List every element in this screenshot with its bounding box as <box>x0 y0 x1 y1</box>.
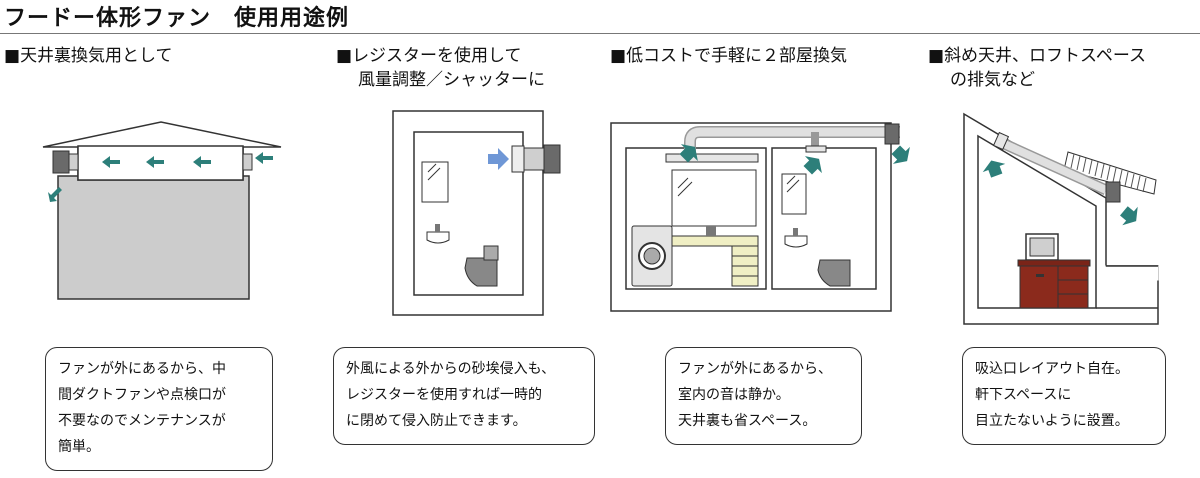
roof-eave <box>1063 151 1157 195</box>
section-4-heading-line-2: の排気など <box>950 70 1035 90</box>
cabinet <box>1019 265 1059 309</box>
caption-line: 外風による外からの砂埃侵入も、 <box>346 361 556 377</box>
page-title: フードー体形ファン 使用用途例 <box>4 6 350 31</box>
section-3-heading: ■低コストで手軽に２部屋換気 <box>610 44 847 68</box>
caption-line: に閉めて侵入防止できます。 <box>346 413 527 429</box>
section-2-heading-line-2: 風量調整／シャッターに <box>358 70 545 90</box>
hood-fan <box>543 144 561 174</box>
mirror-left <box>671 169 757 227</box>
exhaust-arrow-icon <box>891 145 910 164</box>
bullet-square-icon: ■ <box>336 46 353 66</box>
fan-flange <box>68 153 79 171</box>
title-divider <box>0 33 1200 34</box>
bullet-square-icon: ■ <box>4 46 21 66</box>
section-4-heading-line-1: 斜め天井、ロフトスペース <box>944 46 1147 66</box>
register <box>511 145 525 173</box>
exhaust-arrow-icon <box>1120 206 1138 226</box>
section-1-heading: ■天井裏換気用として <box>4 44 173 68</box>
airflow-arrow-icon <box>803 156 822 175</box>
toilet <box>817 259 851 287</box>
section-3-heading-line-1: 低コストで手軽に２部屋換気 <box>626 46 848 66</box>
caption-line: 天井裏も省スペース。 <box>678 413 817 429</box>
caption-line: ファンが外にあるから、中 <box>58 361 226 377</box>
vent-flange <box>242 153 253 171</box>
caption-line: 間ダクトファンや点検口が <box>58 387 226 403</box>
bullet-square-icon: ■ <box>610 46 627 66</box>
section-1-caption: ファンが外にあるから、中 間ダクトファンや点検口が 不要なのでメンテナンスが 簡… <box>45 347 273 471</box>
hood-fan <box>884 123 900 145</box>
section-3-caption: ファンが外にあるから、 室内の音は静か。 天井裏も省スペース。 <box>665 347 862 445</box>
desk-top <box>1017 259 1091 267</box>
airflow-arrows <box>48 152 273 202</box>
caption-line: ファンが外にあるから、 <box>678 361 832 377</box>
caption-line: 不要なのでメンテナンスが <box>58 413 226 429</box>
section-4-caption: 吸込口レイアウト自在。 軒下スペースに 目立たないように設置。 <box>962 347 1166 445</box>
section-2-heading: ■レジスターを使用して 風量調整／シャッターに <box>336 44 545 92</box>
two-room-diagram <box>610 122 910 312</box>
drawers <box>1057 265 1089 309</box>
airflow-arrow-icon <box>146 156 164 168</box>
fan-flange <box>523 147 545 171</box>
exhaust-arrow-icon <box>48 187 62 202</box>
caption-line: レジスターを使用すれば一時的 <box>346 387 542 403</box>
vanity-counter <box>671 235 759 247</box>
mirror <box>421 161 449 203</box>
intake-register <box>992 131 1010 151</box>
sink <box>784 235 808 248</box>
airflow-arrow-icon <box>255 152 273 164</box>
caption-line: 簡単。 <box>58 439 100 455</box>
hood-fan <box>1105 181 1121 203</box>
register-diagram <box>392 110 561 316</box>
caption-line: 室内の音は静か。 <box>678 387 790 403</box>
hood-fan <box>52 150 70 174</box>
house-body <box>57 175 250 300</box>
attic-ventilation-diagram <box>42 121 282 300</box>
toilet <box>464 257 498 287</box>
section-1-heading-line-1: 天井裏換気用として <box>20 46 173 66</box>
mirror-right <box>781 173 807 215</box>
duct-register-left <box>665 153 759 163</box>
section-2-caption: 外風による外からの砂埃侵入も、 レジスターを使用すれば一時的 に閉めて侵入防止で… <box>333 347 595 445</box>
airflow-arrow-icon <box>488 148 509 170</box>
caption-line: 吸込口レイアウト自在。 <box>975 361 1129 377</box>
caption-line: 目立たないように設置。 <box>975 413 1129 429</box>
bullet-square-icon: ■ <box>928 46 945 66</box>
airflow-arrow-icon <box>102 156 120 168</box>
airflow-arrow-icon <box>193 156 211 168</box>
sloped-ceiling-diagram <box>963 112 1159 325</box>
airflow-arrow-icon <box>982 160 1006 178</box>
caption-line: 軒下スペースに <box>975 387 1072 403</box>
duct-register-right <box>805 145 827 153</box>
section-2-heading-line-1: レジスターを使用して <box>352 46 522 66</box>
airflow-arrow-icon <box>679 144 698 163</box>
sink <box>426 231 450 244</box>
section-4-heading: ■斜め天井、ロフトスペース の排気など <box>928 44 1146 92</box>
